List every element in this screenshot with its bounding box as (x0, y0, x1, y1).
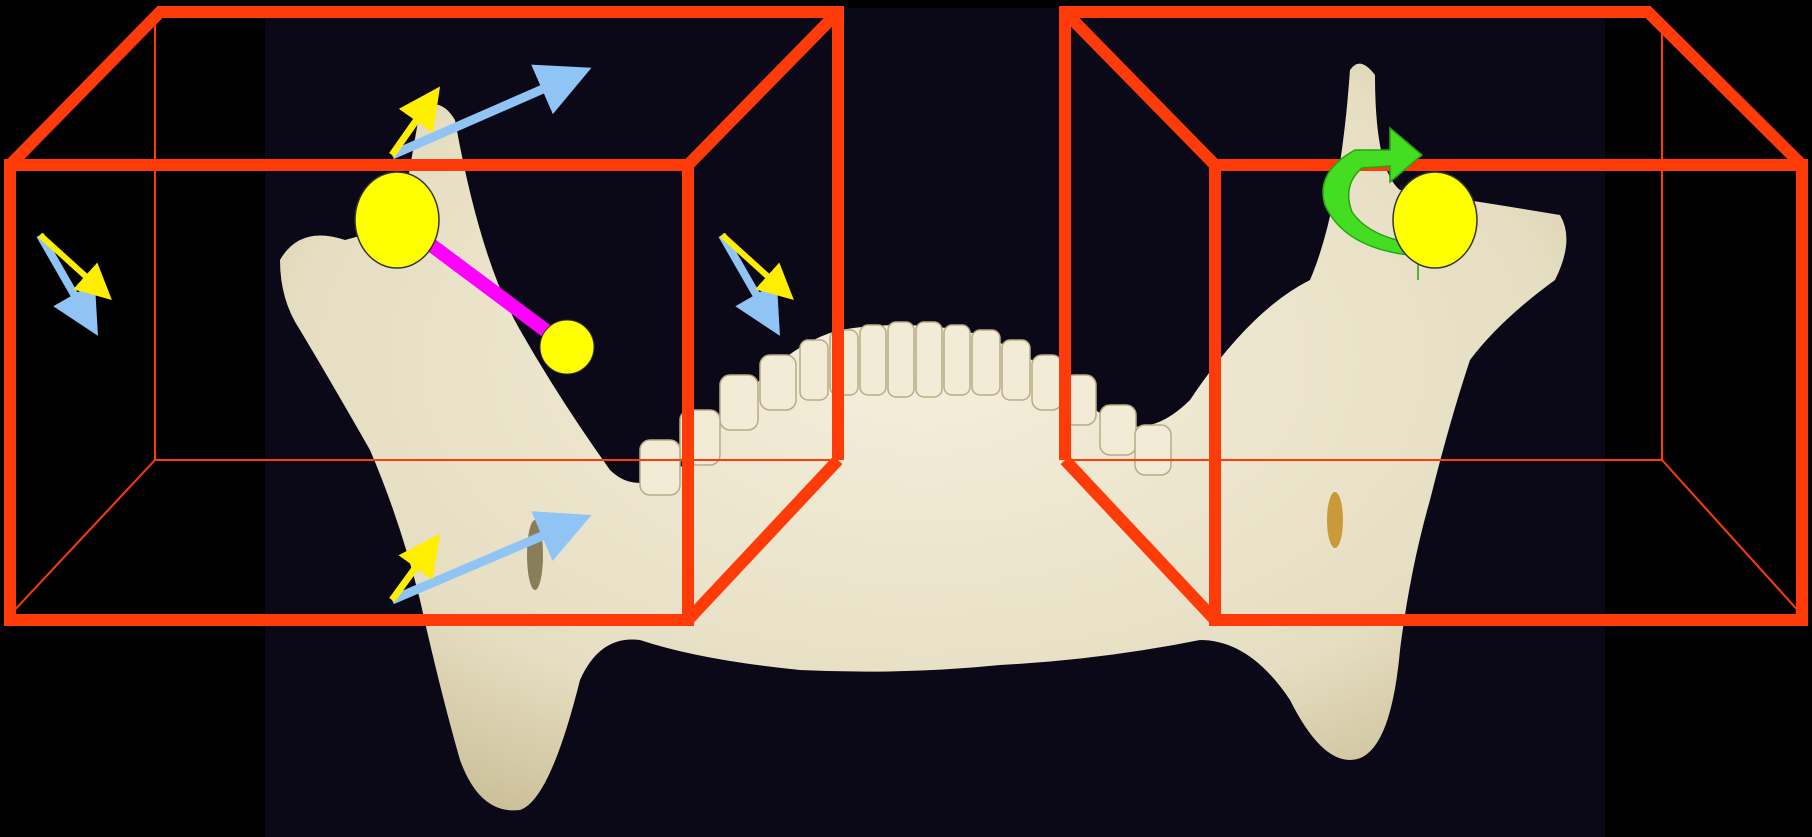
left-secondary-joint-marker (540, 320, 594, 374)
mental-foramen (527, 520, 543, 590)
right-condyle-marker (1393, 172, 1477, 268)
left-condyle-marker (355, 172, 439, 268)
mandibular-foramen (1327, 492, 1343, 548)
